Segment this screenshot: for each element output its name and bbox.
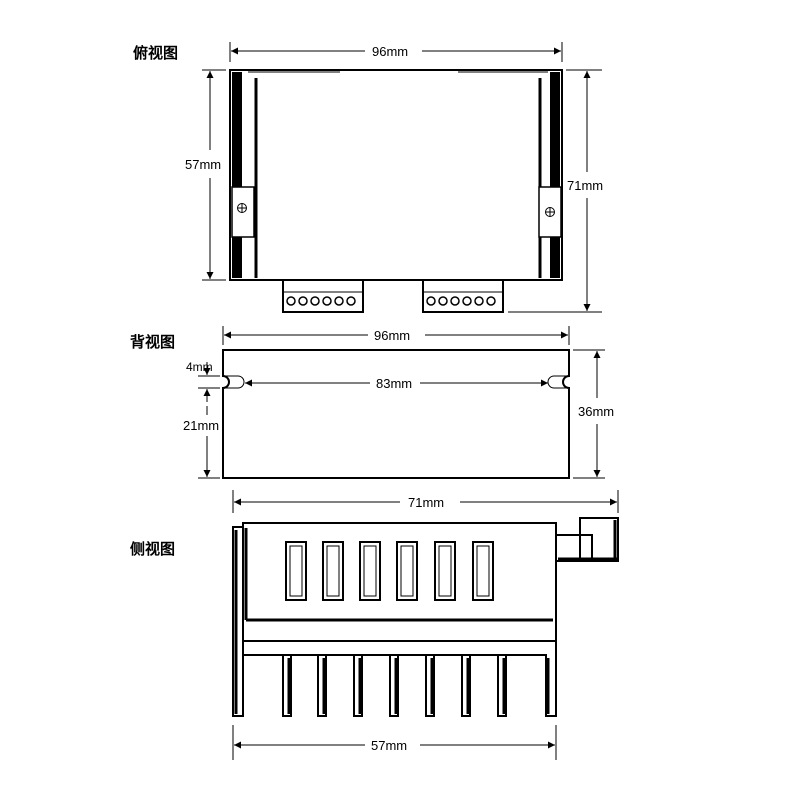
side-heatsink xyxy=(232,526,557,717)
terminal-block-right xyxy=(422,279,504,313)
top-depth-inner-dim: 57mm xyxy=(185,157,221,172)
top-body xyxy=(229,69,563,281)
side-view: 侧视图 71mm xyxy=(130,490,619,760)
back-width-dim: 96mm xyxy=(374,328,410,343)
side-view-label: 侧视图 xyxy=(130,540,175,558)
side-connector xyxy=(555,534,593,562)
side-vent-slots xyxy=(285,541,494,601)
right-screw-icon xyxy=(545,207,555,217)
top-width-dim: 96mm xyxy=(372,44,408,59)
top-view-label: 俯视图 xyxy=(133,44,178,62)
back-total-height-dim: 36mm xyxy=(578,404,614,419)
back-slot-spacing-dim: 83mm xyxy=(376,376,412,391)
back-view-label: 背视图 xyxy=(130,333,175,351)
side-base-width-dim: 57mm xyxy=(371,738,407,753)
left-screw-icon xyxy=(237,203,247,213)
terminal-block-left xyxy=(282,279,364,313)
side-total-width-dim: 71mm xyxy=(408,495,444,510)
back-slot-offset-dim: 4mm xyxy=(186,360,213,374)
back-body xyxy=(222,349,570,479)
back-lower-height-dim: 21mm xyxy=(183,418,219,433)
back-view: 背视图 96mm 83mm 4mm 21mm 36mm xyxy=(130,326,614,479)
top-depth-total-dim: 71mm xyxy=(567,178,603,193)
top-view: 俯视图 96mm xyxy=(133,42,603,313)
